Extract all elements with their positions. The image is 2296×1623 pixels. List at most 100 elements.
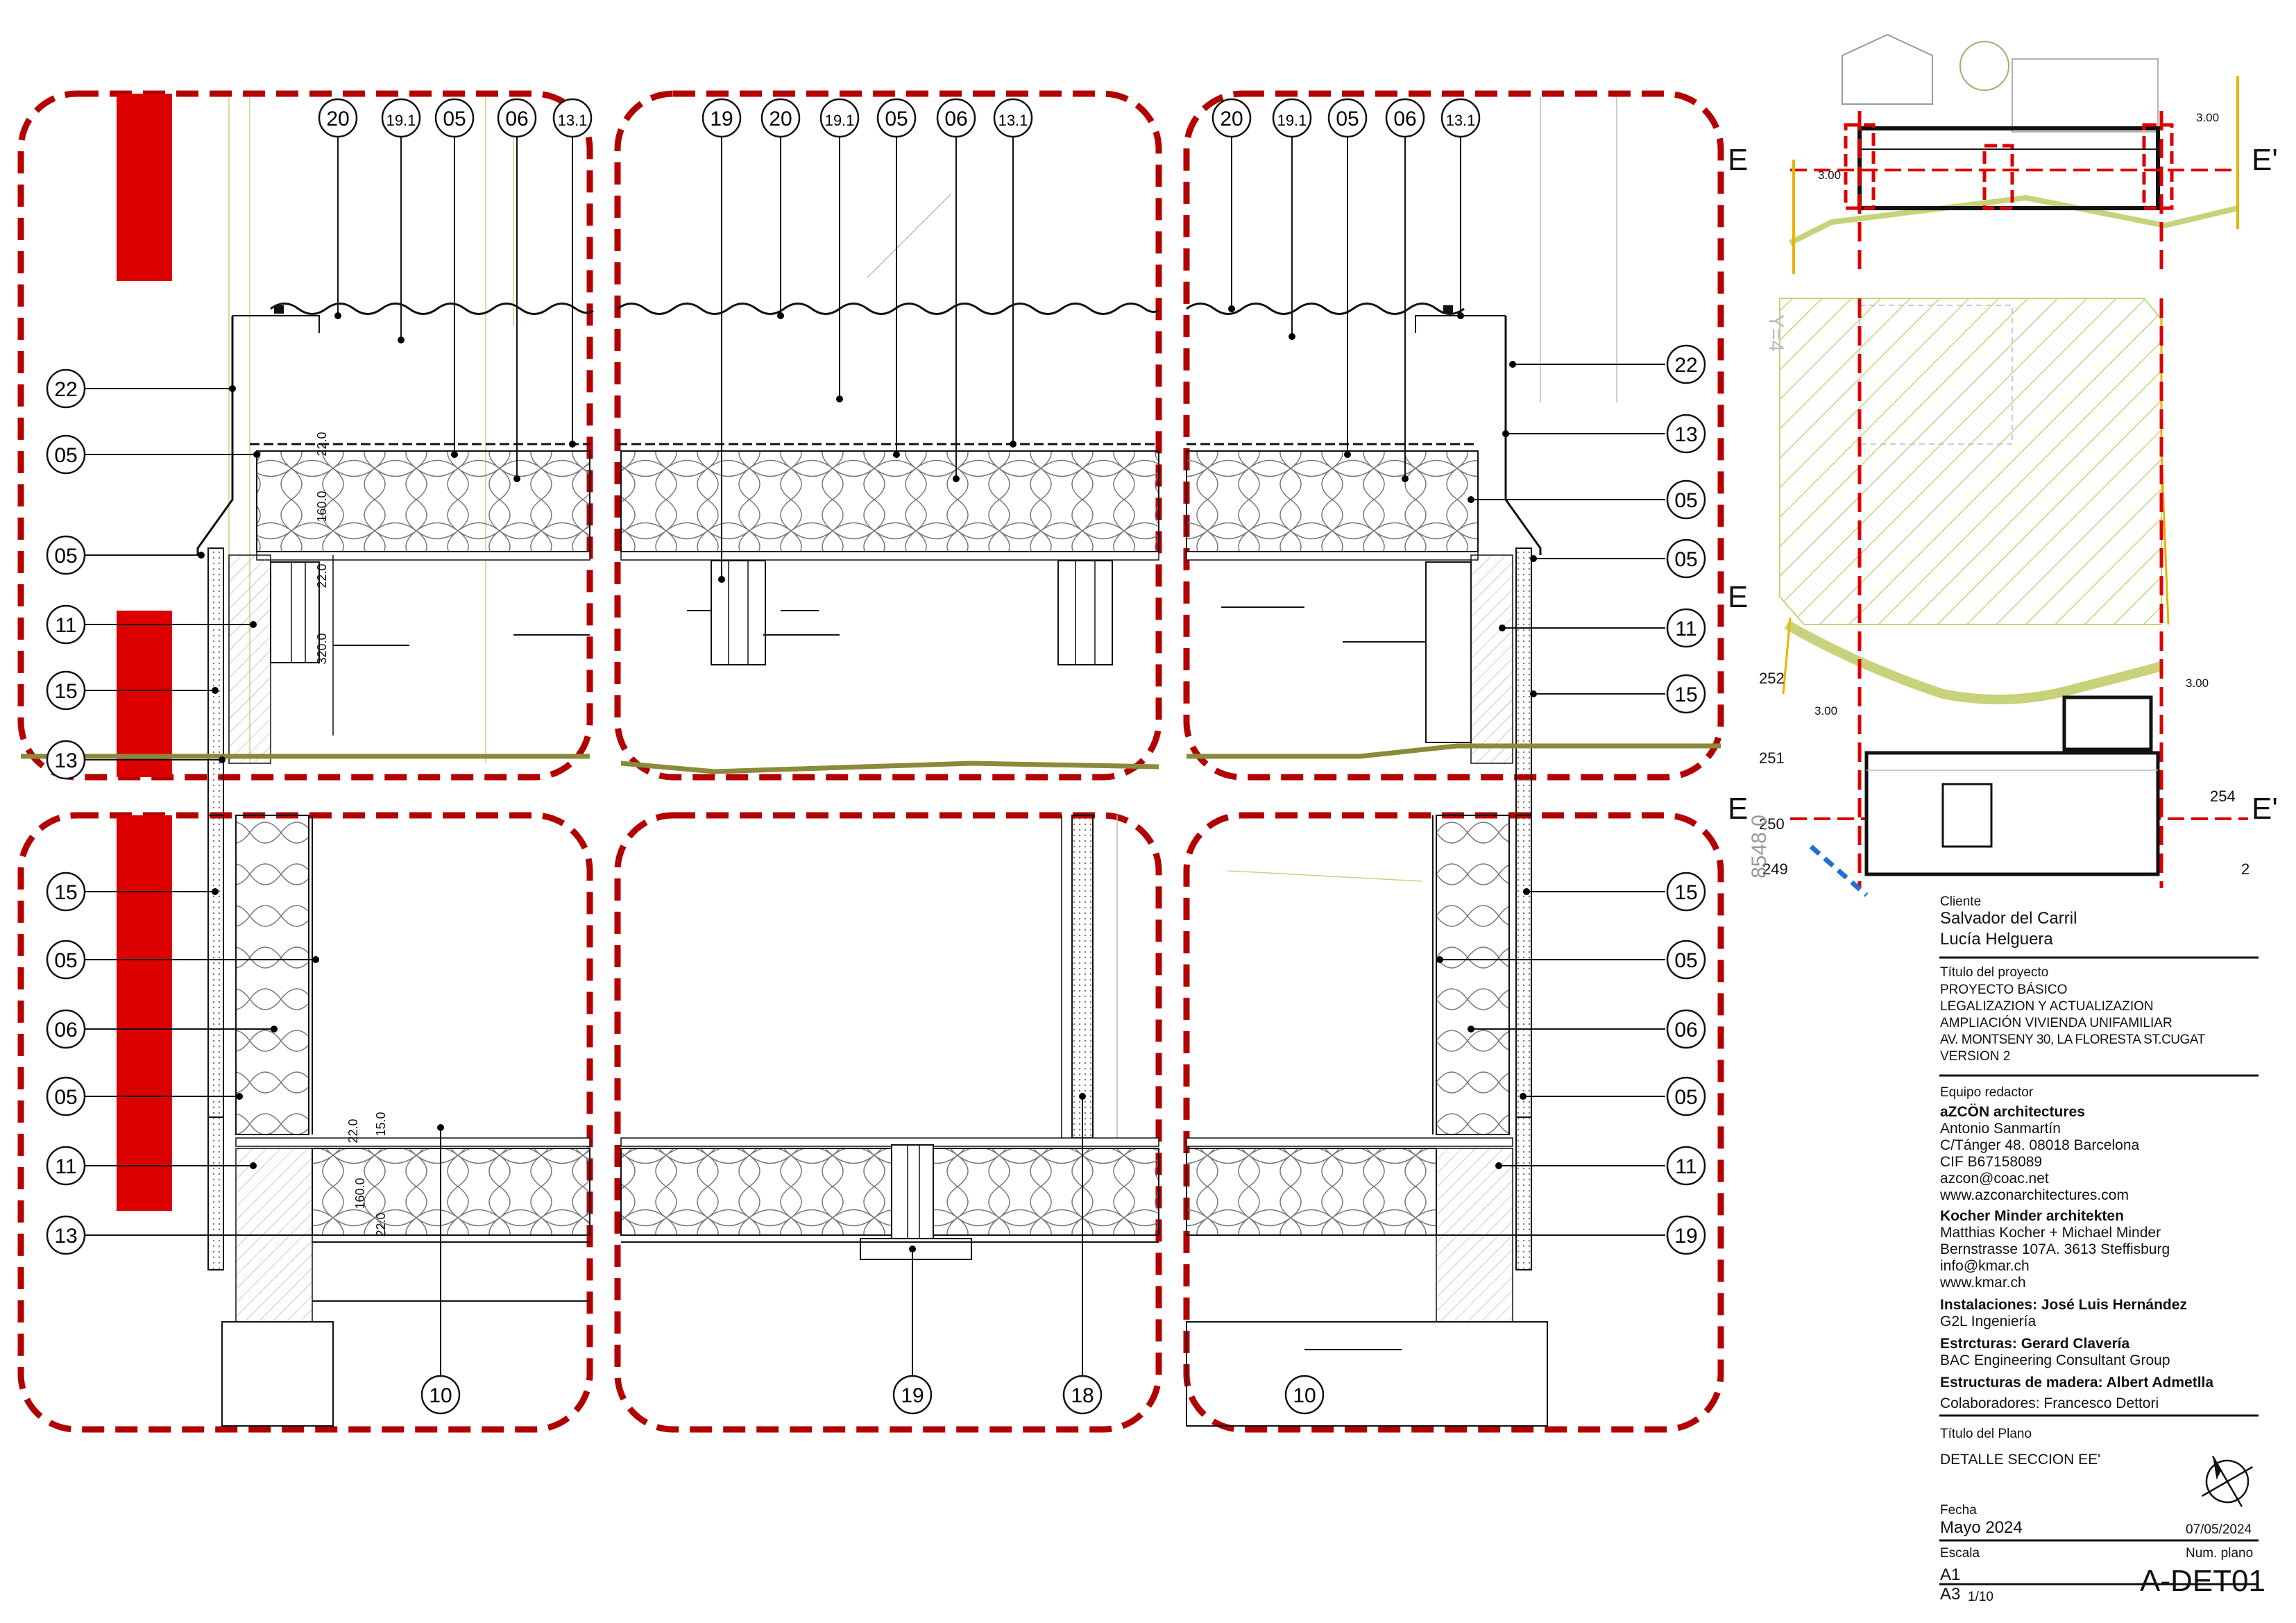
detail-tag: 05: [1666, 538, 1706, 579]
detail-tag: 13: [46, 740, 86, 780]
structures-credit: Estrcturas: Gerard Clavería: [1940, 1336, 2130, 1352]
drawing-text: 249: [1762, 860, 1788, 878]
detail-tag: 18: [1062, 1375, 1103, 1415]
team-label: Equipo redactor: [1940, 1085, 2034, 1100]
date-exact: 07/05/2024: [2186, 1522, 2252, 1537]
date-value: Mayo 2024: [1940, 1518, 2023, 1537]
detail-tag: 06: [1666, 1009, 1706, 1049]
detail-tag-label: 05: [1674, 489, 1697, 512]
detail-tag: 19: [701, 98, 742, 138]
detail-tag-label: 22: [1674, 354, 1697, 377]
detail-tag: 20: [1211, 98, 1252, 138]
detail-tag-label: 19: [1674, 1225, 1697, 1248]
detail-tag-label: 05: [54, 949, 77, 972]
detail-tag: 22: [46, 368, 86, 409]
detail-top-right: [1183, 90, 1724, 1118]
detail-tag-label: 06: [944, 108, 967, 130]
date-label: Fecha: [1940, 1503, 1977, 1518]
installations-credit: Instalaciones: José Luis Hernández: [1940, 1297, 2187, 1313]
detail-tag-label: 13.1: [1446, 112, 1476, 129]
detail-tag-label: 15: [54, 881, 77, 904]
detail-tag: 05: [1666, 479, 1706, 520]
detail-tag: 13: [1666, 414, 1706, 454]
detail-bottom-right: [1183, 812, 1724, 1433]
detail-tag: 06: [936, 98, 976, 138]
drawing-text: E': [2252, 143, 2278, 177]
firm2-line-1: Matthias Kocher + Michael Minder: [1940, 1225, 2161, 1241]
north-arrow-icon: [2202, 1456, 2253, 1507]
firm2-line-4: www.kmar.ch: [1940, 1275, 2026, 1291]
detail-tag: 19: [892, 1375, 933, 1415]
detail-tag: 05: [1666, 1076, 1706, 1116]
drawing-text: 8548.0: [1748, 815, 1771, 878]
title-block-lines: [1939, 956, 2259, 1586]
firm1-line-1: Antonio Sanmartín: [1940, 1121, 2061, 1137]
scale-a3: A3: [1940, 1585, 1961, 1604]
drawing-text: Y=4: [1764, 314, 1787, 352]
plan-title: DETALLE SECCION EE': [1940, 1452, 2101, 1468]
detail-tag: 11: [46, 1146, 86, 1186]
detail-tag-label: 19.1: [825, 112, 855, 129]
detail-tag-label: 05: [1674, 548, 1697, 571]
detail-tag-label: 20: [1220, 108, 1243, 130]
detail-tag-label: 05: [1336, 108, 1359, 130]
client-line-1: Salvador del Carril: [1940, 909, 2077, 928]
detail-tag: 05: [1327, 98, 1368, 138]
detail-tag-label: 13: [1674, 423, 1697, 446]
detail-tag-label: 13.1: [558, 112, 588, 129]
detail-tag-label: 22: [54, 378, 77, 401]
detail-tag: 13: [46, 1215, 86, 1255]
project-label: Título del proyecto: [1940, 965, 2049, 980]
drawing-text: 3.00: [1814, 704, 1837, 717]
drawing-text: 2: [2241, 860, 2250, 878]
firm1-line-2: C/Tánger 48. 08018 Barcelona: [1940, 1137, 2140, 1153]
client-line-2: Lucía Helguera: [1940, 930, 2053, 949]
detail-tag: 13.1: [552, 98, 593, 138]
drawing-text: 3.00: [1818, 169, 1841, 182]
detail-tag: 19.1: [1272, 98, 1312, 138]
detail-tag: 05: [46, 535, 86, 575]
drawing-text: E: [1728, 792, 1748, 826]
drawing-text: 22.0: [374, 1212, 388, 1237]
detail-tag-label: 20: [326, 108, 349, 130]
structures-firm: BAC Engineering Consultant Group: [1940, 1352, 2170, 1368]
project-line-5: VERSION 2: [1940, 1049, 2011, 1064]
detail-tag-label: 05: [1674, 1086, 1697, 1109]
firm2-line-2: Bernstrasse 107A. 3613 Steffisburg: [1940, 1241, 2170, 1257]
detail-tag: 05: [876, 98, 917, 138]
detail-tag: 11: [1666, 608, 1706, 648]
detail-tag-label: 19: [710, 108, 733, 130]
detail-tag: 05: [46, 940, 86, 980]
firm1-line-3: CIF B67158089: [1940, 1154, 2043, 1170]
detail-top-center: [614, 90, 1162, 781]
detail-tag-label: 06: [505, 108, 528, 130]
drawing-text: 22.0: [315, 563, 329, 588]
detail-tag-label: 05: [54, 545, 77, 568]
detail-tag-label: 05: [443, 108, 466, 130]
collaborators-credit: Colaboradores: Francesco Dettori: [1940, 1395, 2159, 1411]
detail-tag: 15: [46, 872, 86, 912]
detail-tag-label: 10: [429, 1384, 452, 1407]
project-line-1: PROYECTO BÁSICO: [1940, 983, 2068, 997]
detail-tag: 15: [1666, 872, 1706, 912]
detail-tag-label: 20: [769, 108, 792, 130]
detail-tag-label: 06: [54, 1019, 77, 1042]
detail-tag-label: 13.1: [998, 112, 1028, 129]
plan-title-label: Título del Plano: [1940, 1427, 2032, 1441]
detail-tag: 05: [434, 98, 475, 138]
detail-tag: 19.1: [381, 98, 421, 138]
detail-tag-label: 11: [55, 614, 76, 637]
drawing-text: 252: [1759, 670, 1785, 687]
drawing-text: 15.0: [374, 1112, 388, 1136]
drawing-text: 160.0: [315, 491, 329, 522]
detail-tag: 19.1: [819, 98, 860, 138]
project-line-4: AV. MONTSENY 30, LA FLORESTA ST.CUGAT: [1940, 1033, 2205, 1047]
detail-tag-label: 13: [54, 749, 77, 772]
scale-ratio: 1/10: [1968, 1590, 1993, 1604]
detail-tag: 15: [1666, 674, 1706, 714]
detail-tag-label: 11: [1675, 1155, 1697, 1178]
detail-bottom-center: [614, 812, 1162, 1433]
drawing-text: 320.0: [315, 633, 329, 664]
detail-tag-label: 19: [901, 1384, 924, 1407]
drawing-text: 251: [1759, 749, 1785, 767]
